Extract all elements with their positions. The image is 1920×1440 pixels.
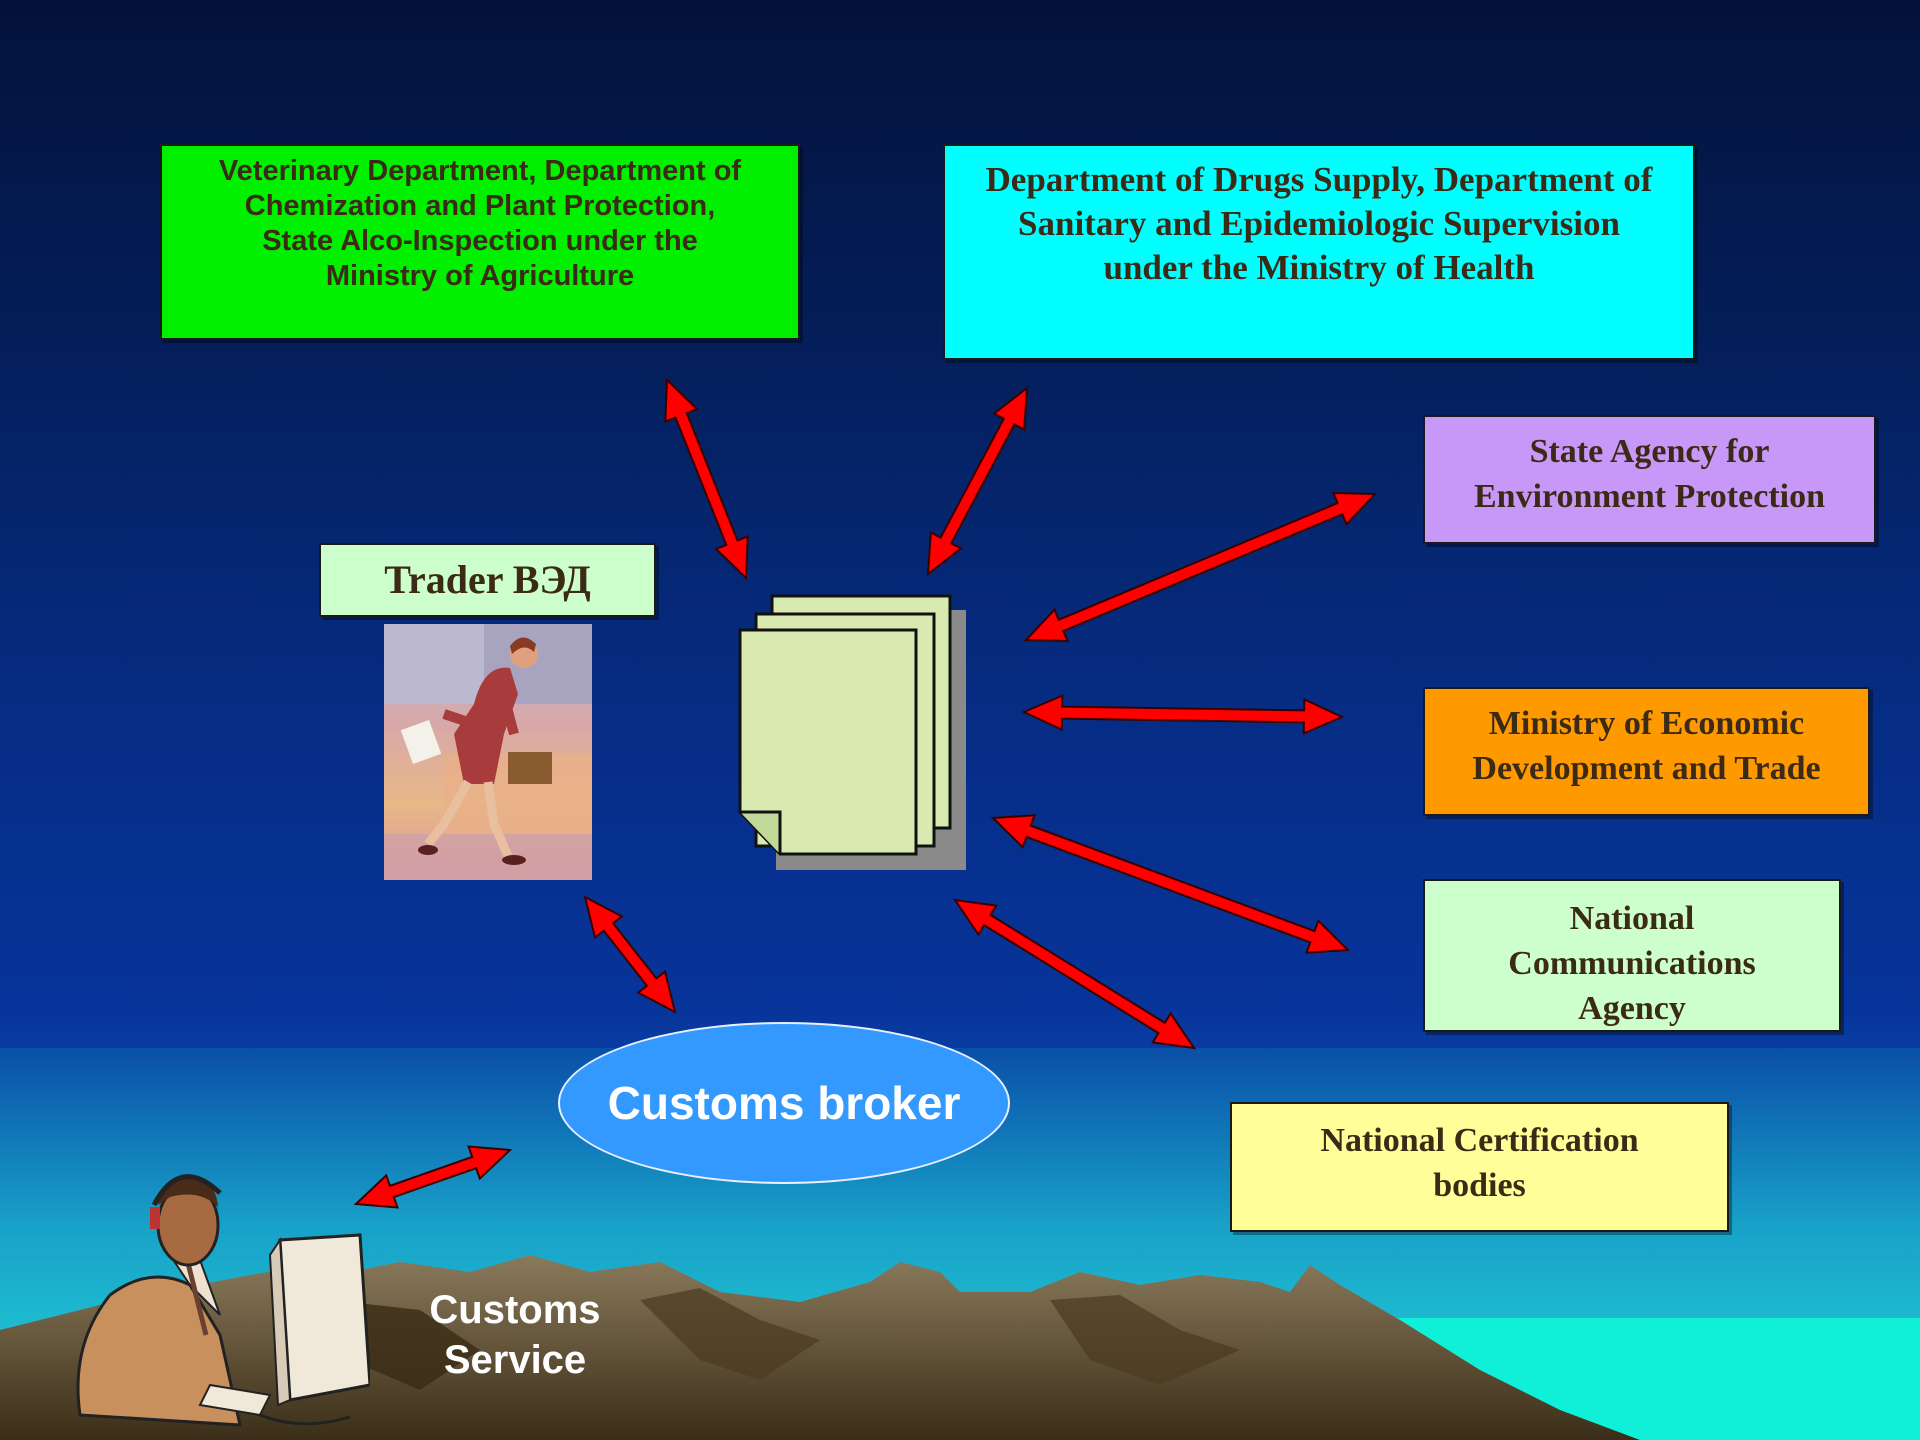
health-departments-label: Department of Drugs Supply, Department o… <box>985 160 1653 287</box>
arrow-health <box>926 385 1029 577</box>
customs-broker-ellipse: Customs broker <box>558 1022 1010 1184</box>
communications-agency-box: National Communications Agency <box>1423 879 1841 1032</box>
environment-agency-label: State Agency for Environment Protection <box>1474 433 1825 515</box>
agriculture-departments-label: Veterinary Department, Department of Che… <box>218 155 742 292</box>
customs-service-label: Customs Service <box>429 1288 601 1382</box>
arrow-trader-broker <box>583 895 677 1014</box>
customs-broker-label: Customs broker <box>607 1077 961 1129</box>
mountain-range <box>0 1255 1640 1440</box>
businesswoman-icon <box>384 624 592 880</box>
arrow-certification <box>952 898 1197 1050</box>
economy-ministry-box: Ministry of Economic Development and Tra… <box>1423 687 1870 816</box>
health-departments-box: Department of Drugs Supply, Department o… <box>943 144 1695 360</box>
documents-icon <box>738 594 966 870</box>
arrow-customs-broker <box>353 1145 513 1209</box>
customs-officer-icon <box>76 1174 370 1427</box>
environment-agency-box: State Agency for Environment Protection <box>1423 415 1876 544</box>
communications-agency-label: National Communications Agency <box>1508 900 1756 1027</box>
trader-label: Trader ВЭД <box>384 557 591 602</box>
arrow-economy <box>1021 694 1345 735</box>
certification-bodies-label: National Certification bodies <box>1320 1122 1639 1204</box>
arrow-communications <box>990 814 1351 954</box>
certification-bodies-box: National Certification bodies <box>1230 1102 1729 1232</box>
arrow-agriculture <box>664 377 749 581</box>
agriculture-departments-box: Veterinary Department, Department of Che… <box>160 144 800 340</box>
economy-ministry-label: Ministry of Economic Development and Tra… <box>1472 705 1821 787</box>
trader-box: Trader ВЭД <box>319 543 656 617</box>
arrow-environment <box>1023 491 1378 643</box>
